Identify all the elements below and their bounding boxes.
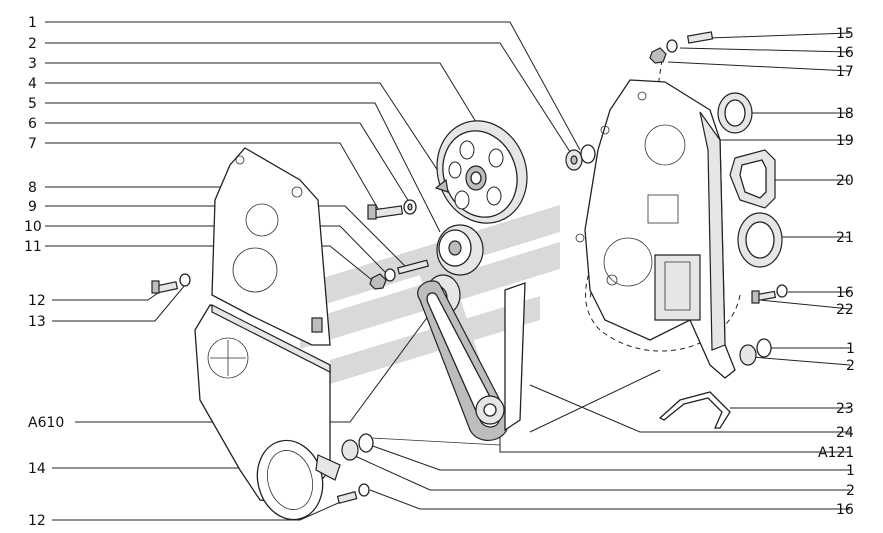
callout-label: 23 xyxy=(836,401,854,417)
clip xyxy=(658,391,731,429)
upper-timing-cover xyxy=(211,147,331,346)
callout-label: 13 xyxy=(28,314,46,330)
rear-timing-cover xyxy=(575,79,736,379)
callout-label: 14 xyxy=(28,461,46,477)
callout-label: 15 xyxy=(836,26,854,42)
callout-label: 2 xyxy=(846,483,855,499)
right-spacers xyxy=(739,338,772,366)
gasket xyxy=(729,149,776,209)
callout-label: 24 xyxy=(836,425,854,441)
callout-label: 2 xyxy=(846,358,855,374)
callout-label: 16 xyxy=(836,45,854,61)
woodruff-key xyxy=(434,178,449,193)
callout-label: 2 xyxy=(28,36,37,52)
timing-belt xyxy=(417,280,526,441)
callout-label: 1 xyxy=(846,463,855,479)
callout-label: 12 xyxy=(28,513,46,529)
right-bolt-washer xyxy=(751,284,788,304)
camshaft-pulley xyxy=(436,120,528,224)
leader-lines-right xyxy=(354,32,851,510)
callouts-left: 1 2 3 4 5 6 7 8 9 10 11 12 13 A610 14 12 xyxy=(24,15,64,529)
callout-label: 19 xyxy=(836,133,854,149)
callout-label: 22 xyxy=(836,302,854,318)
lower-timing-cover xyxy=(194,304,341,521)
stud-washer-nut xyxy=(369,259,430,290)
camshaft-spacers xyxy=(565,144,596,171)
callout-label: 10 xyxy=(24,219,42,235)
callout-label: 4 xyxy=(28,76,37,92)
callout-label: A610 xyxy=(28,415,64,431)
callout-label: 18 xyxy=(836,106,854,122)
lower-spacers xyxy=(336,433,374,504)
callout-label: 3 xyxy=(28,56,37,72)
callout-label: 16 xyxy=(836,285,854,301)
callout-label: A121 xyxy=(818,445,854,461)
top-stud-nut xyxy=(649,31,714,64)
crank-seal xyxy=(737,212,783,268)
callout-label: 21 xyxy=(836,230,854,246)
callout-label: 7 xyxy=(28,136,37,152)
oil-seal xyxy=(717,92,753,134)
callout-label: 1 xyxy=(846,341,855,357)
callout-label: 12 xyxy=(28,293,46,309)
callout-label: 17 xyxy=(836,64,854,80)
tensioner-bolt xyxy=(367,199,417,220)
callout-label: 11 xyxy=(24,239,42,255)
callout-label: 16 xyxy=(836,502,854,518)
cover-bolt-left xyxy=(151,273,191,294)
callouts-right: 15 16 17 18 19 20 21 16 22 1 2 23 24 A12… xyxy=(818,26,855,518)
leader-lines-left xyxy=(45,21,581,521)
callout-label: 6 xyxy=(28,116,37,132)
callout-label: 1 xyxy=(28,15,37,31)
tensioner-roller xyxy=(436,224,484,276)
callout-label: 8 xyxy=(28,180,37,196)
callout-label: 5 xyxy=(28,96,37,112)
callout-label: 9 xyxy=(28,199,37,215)
callout-label: 20 xyxy=(836,173,854,189)
